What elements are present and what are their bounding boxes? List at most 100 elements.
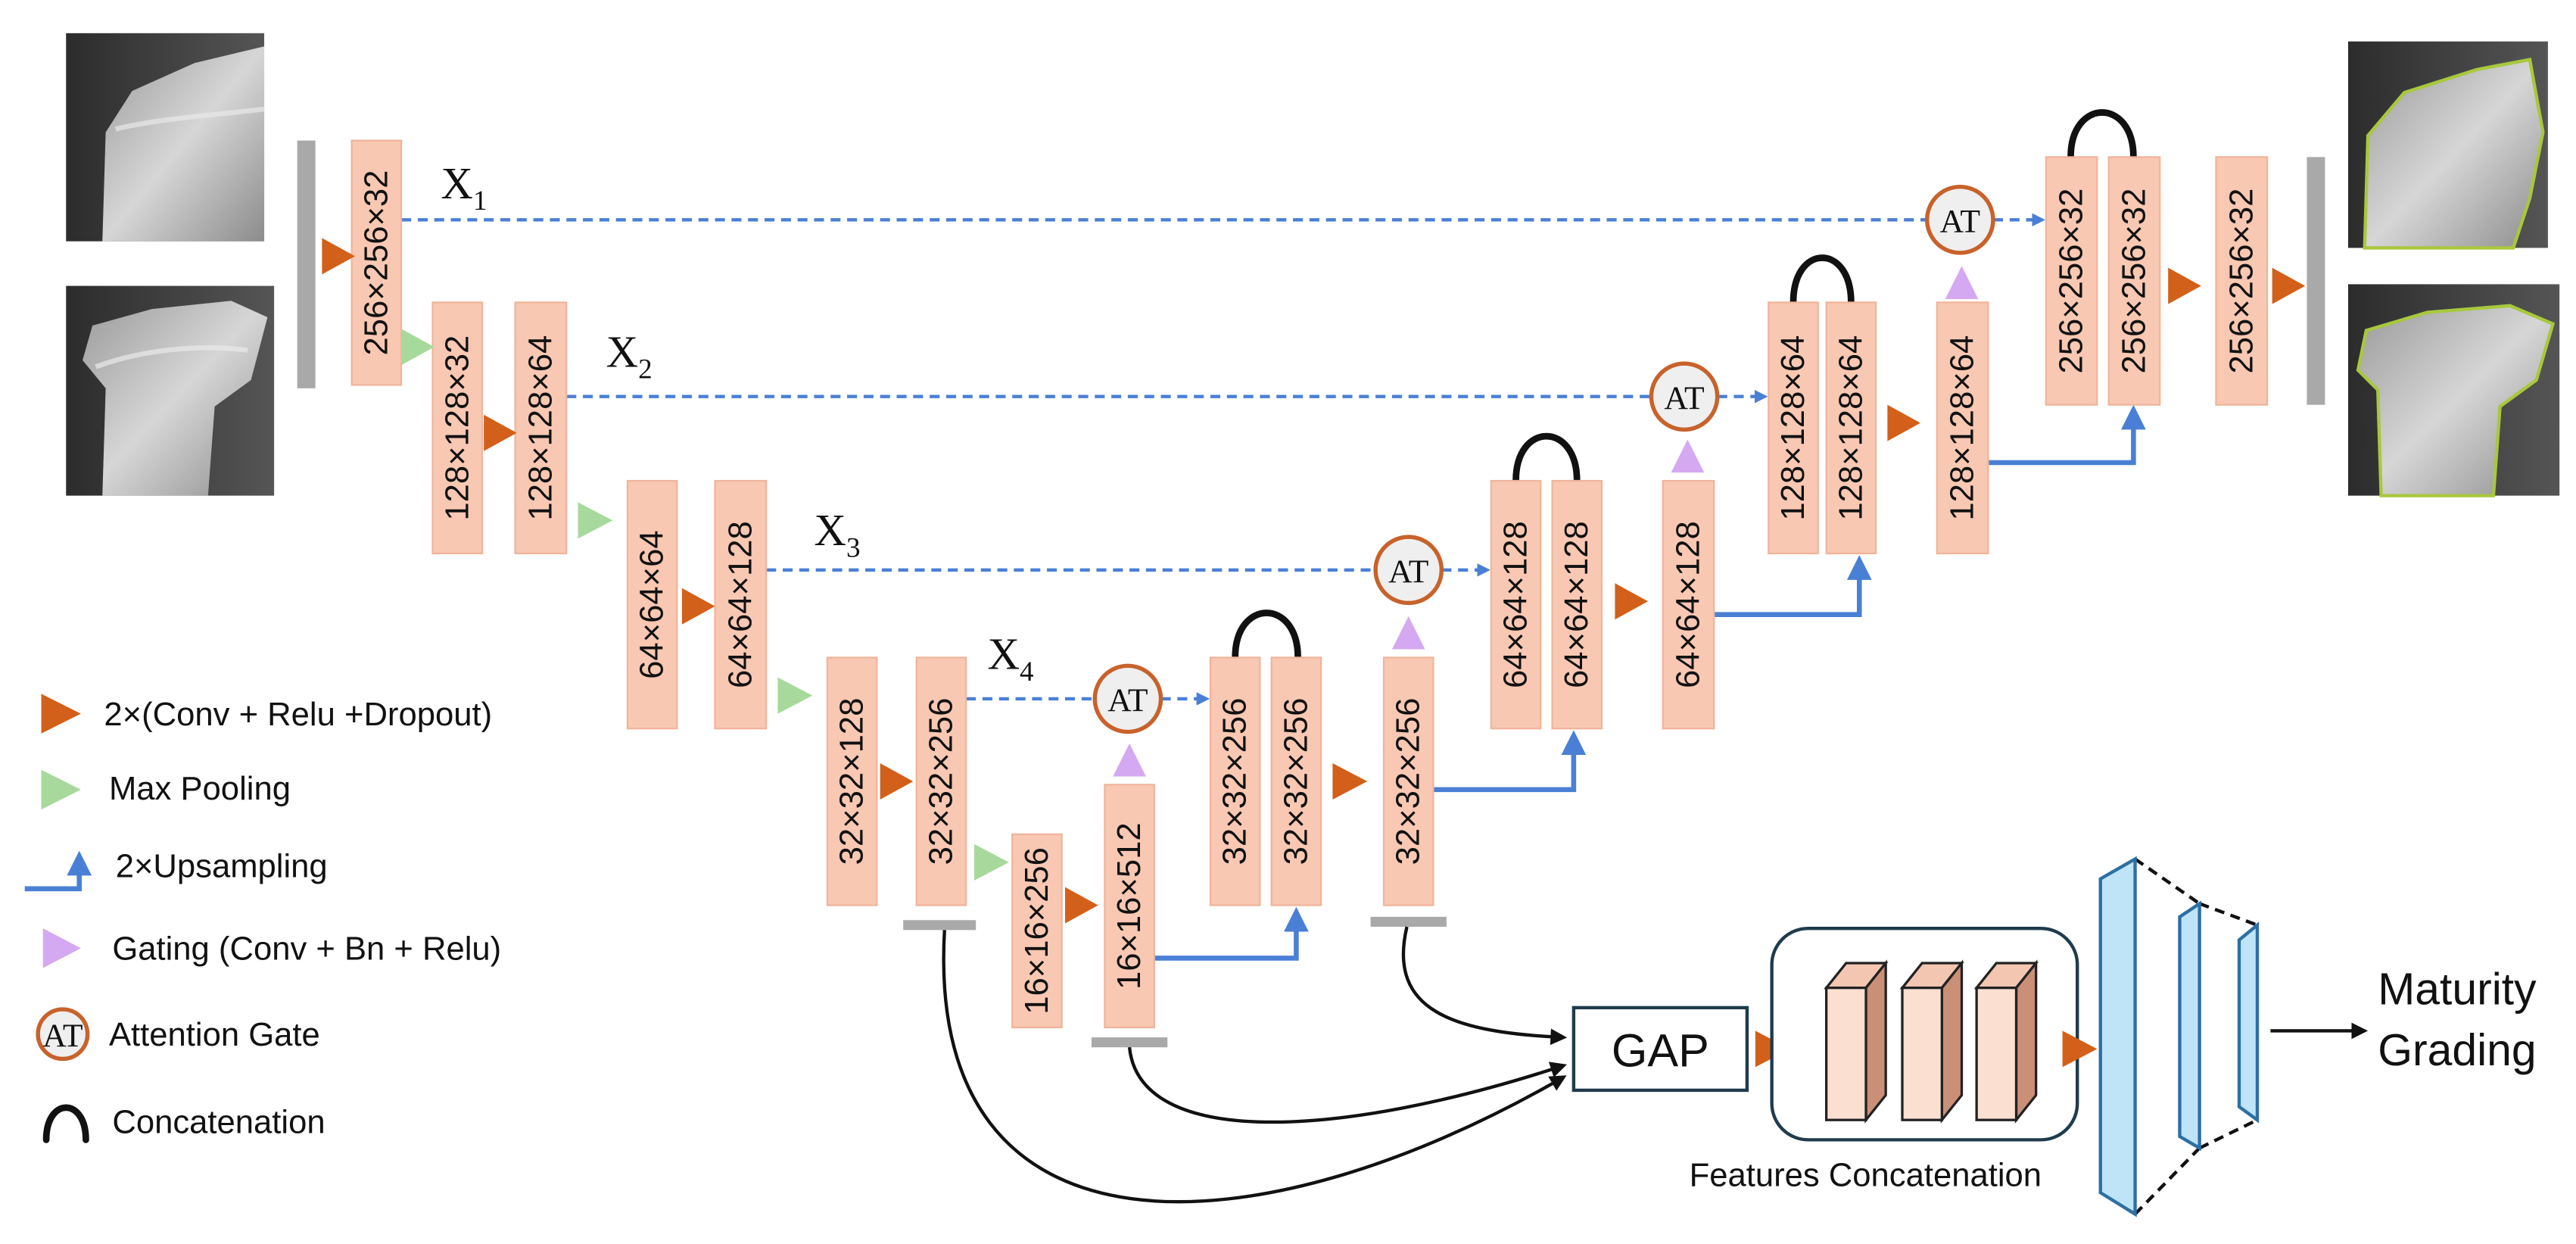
feature-block-bottleneck-a: 16×16×256: [1011, 833, 1063, 1029]
max-pooling-icon: [777, 677, 813, 714]
gating-icon: [1391, 616, 1425, 650]
legend-attention-icon: AT: [36, 1007, 90, 1062]
block-label: 32×32×256: [1217, 698, 1254, 865]
gating-icon: [1113, 743, 1146, 777]
gating-icon: [1671, 439, 1705, 473]
block-label: 64×64×128: [1498, 521, 1534, 688]
block-label: 128×128×64: [1833, 335, 1869, 521]
conv-arrow-icon: [1332, 763, 1368, 800]
concatenation-arc-1: [1232, 610, 1301, 661]
block-label: 128×128×32: [439, 335, 475, 521]
skip-label-3: X3: [814, 506, 860, 563]
upsample-arrow-4: [1988, 404, 2146, 466]
conv-arrow-icon: [2062, 1030, 2098, 1068]
fc-layer-2: [2178, 900, 2201, 1152]
legend-pool-icon: [41, 769, 81, 810]
gap-tap-bar-1: [903, 920, 977, 931]
skip-label-1: X1: [441, 159, 487, 217]
input-xray-image-2: [66, 285, 275, 496]
legend-upsample-label: 2×Upsampling: [116, 849, 328, 885]
attention-gate-2: AT: [1649, 361, 1720, 432]
max-pooling-icon: [578, 502, 613, 539]
gap-input-curve-1: [1401, 926, 1568, 1046]
features-concatenation-label: Features Concatenation: [1690, 1157, 2042, 1193]
block-label: 128×128×64: [522, 335, 559, 521]
block-label: 64×64×64: [634, 530, 671, 678]
feature-block-enc2a: 128×128×32: [431, 301, 484, 555]
block-label: 32×32×128: [834, 698, 871, 865]
skip-label-2: X2: [606, 327, 653, 385]
conv-arrow-icon: [681, 588, 715, 625]
legend-gating-label: Gating (Conv + Bn + Relu): [112, 931, 501, 968]
legend: 2×(Conv + Relu +Dropout) Max Pooling 2×U…: [24, 694, 501, 1143]
feature-block-dec3c: 64×64×128: [1662, 479, 1715, 730]
feature-block-dec2b: 128×128×64: [1825, 301, 1877, 555]
attention-gate-label: AT: [1107, 682, 1148, 719]
output-label-line2: Grading: [2378, 1026, 2536, 1075]
conv-arrow-icon: [1887, 404, 1920, 441]
conv-arrow-icon: [484, 414, 517, 451]
gap-label: GAP: [1612, 1025, 1709, 1077]
upsample-arrow-3: [1714, 555, 1872, 617]
feature-block-enc4a: 32×32×128: [826, 656, 878, 906]
feature-block-dec3b: 64×64×128: [1551, 479, 1603, 730]
feature-block-dec4a: 32×32×256: [1209, 656, 1261, 906]
feature-block-dec4c: 32×32×256: [1382, 656, 1434, 906]
gap-tap-bar-3: [1370, 916, 1447, 927]
fc-layer-3: [2237, 921, 2260, 1124]
attention-gate-4: AT: [1092, 663, 1163, 734]
feature-block-enc3b: 64×64×128: [714, 479, 768, 730]
attention-gate-label: AT: [1940, 204, 1980, 240]
legend-attention-label: Attention Gate: [109, 1017, 320, 1053]
output-segmented-image-2: [2347, 284, 2560, 497]
legend-concatenation-label: Concatenation: [112, 1105, 325, 1141]
block-label: 32×32×256: [923, 698, 959, 865]
feature-block-enc3a: 64×64×64: [626, 479, 678, 730]
conv-arrow-icon: [1615, 583, 1649, 620]
block-label: 64×64×128: [1670, 521, 1706, 688]
output-bar: [2307, 157, 2325, 405]
feature-block-dec1b: 256×256×32: [2107, 156, 2161, 406]
block-label: 64×64×128: [722, 521, 758, 688]
block-label: 256×256×32: [2054, 189, 2090, 374]
concatenation-arc-2: [1512, 432, 1581, 485]
concatenation-arc-3: [1789, 254, 1855, 306]
legend-upsample-icon: [24, 850, 92, 892]
skip-label-4: X4: [987, 630, 1033, 687]
attention-gate-label: AT: [1388, 553, 1428, 590]
max-pooling-icon: [401, 329, 435, 366]
attention-gate-3: AT: [1373, 535, 1444, 606]
output-label-line1: Maturity: [2378, 965, 2537, 1014]
feature-block-enc4b: 32×32×256: [915, 656, 967, 906]
feature-block-dec4b: 32×32×256: [1270, 656, 1322, 906]
gap-box: GAP: [1571, 1005, 1749, 1093]
block-label: 32×32×256: [1391, 698, 1427, 865]
block-label: 16×16×512: [1111, 822, 1148, 990]
feature-cube-3: [1973, 959, 2039, 1124]
input-bar: [297, 140, 316, 388]
feature-block-dec1c: 256×256×32: [2215, 156, 2269, 406]
feature-cube-1: [1824, 959, 1889, 1124]
feature-block-enc1: 256×256×32: [350, 139, 403, 386]
conv-arrow-icon: [880, 763, 914, 800]
conv-arrow-icon: [1065, 887, 1098, 924]
block-label: 128×128×64: [1775, 335, 1811, 521]
feature-block-dec2c: 128×128×64: [1936, 301, 1989, 555]
feature-block-dec2a: 128×128×64: [1768, 301, 1819, 555]
features-concatenation-box: [1770, 926, 2079, 1142]
upsample-arrow-1: [1154, 906, 1309, 961]
block-label: 256×256×32: [358, 170, 394, 356]
feature-cube-2: [1899, 959, 1964, 1124]
input-xray-image-1: [66, 33, 265, 242]
block-label: 256×256×32: [2223, 189, 2260, 374]
feature-block-enc2b: 128×128×64: [514, 301, 568, 555]
upsample-arrow-2: [1433, 730, 1587, 793]
block-label: 32×32×256: [1278, 698, 1314, 865]
attention-gate-1: AT: [1924, 184, 1995, 255]
legend-gating-icon: [42, 928, 81, 968]
block-label: 256×256×32: [2116, 189, 2152, 374]
gap-input-curve-3: [942, 930, 1567, 1204]
gap-input-curve-2: [1127, 1046, 1567, 1124]
gating-icon: [1945, 266, 1979, 300]
